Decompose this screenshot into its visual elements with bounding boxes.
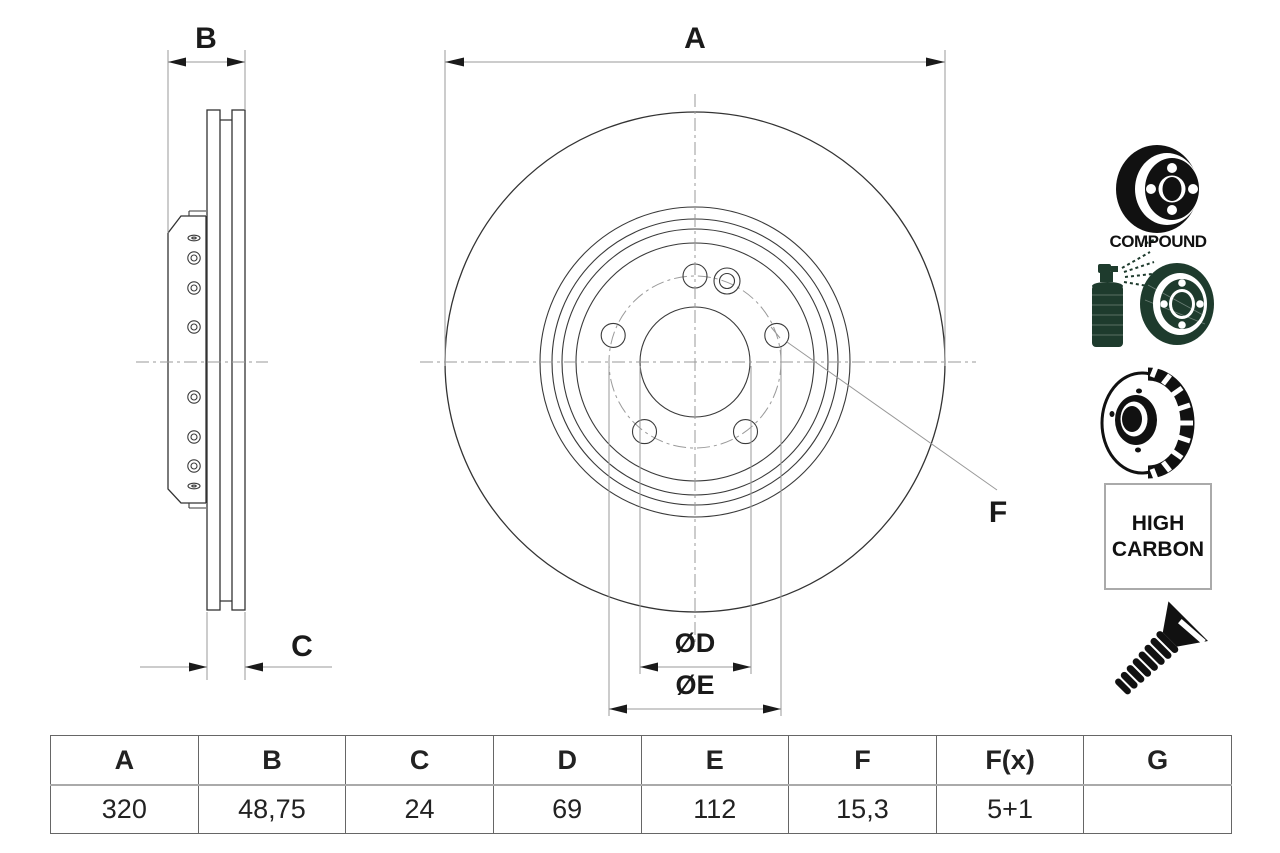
table-value-cell	[1083, 784, 1232, 834]
table-value-cell: 24	[345, 784, 494, 834]
dimension-a: A	[444, 22, 946, 366]
table-value-cell: 48,75	[197, 784, 347, 834]
high-carbon-line1: HIGH	[1131, 511, 1185, 535]
table-header-cell: A	[50, 735, 199, 786]
dim-b-label: B	[195, 22, 217, 55]
table-header-row: A B C D E F F(x) G	[50, 735, 1232, 786]
table-header-cell: C	[345, 735, 494, 786]
dimension-e: ØE	[608, 347, 782, 716]
table-header-cell: D	[492, 735, 642, 786]
compound-wheel-icon	[1116, 145, 1199, 233]
dimension-spec-table: A B C D E F F(x) G 320 48,75 24 69 112	[50, 735, 1232, 834]
countersunk-screw-icon	[1115, 601, 1209, 695]
table-value-cell: 69	[492, 784, 642, 834]
compound-caption: COMPOUND	[1109, 232, 1207, 251]
table-header-cell: E	[640, 735, 790, 786]
front-view	[420, 94, 976, 646]
side-plate-inner	[231, 109, 246, 611]
table-header-cell: B	[197, 735, 347, 786]
drawing-canvas: A B C ØD ØE F	[136, 22, 1214, 716]
dimension-b: B	[167, 22, 246, 233]
table-value-row: 320 48,75 24 69 112 15,3 5+1	[50, 784, 1232, 834]
dim-e-label: ØE	[675, 670, 714, 700]
dim-d-label: ØD	[675, 628, 716, 658]
table-header-cell: G	[1083, 735, 1232, 786]
table-value-cell: 112	[640, 784, 790, 834]
side-view	[136, 109, 268, 611]
dim-f-label: F	[989, 496, 1007, 529]
side-vent-gap	[220, 119, 232, 602]
side-hat-outline	[167, 215, 207, 504]
vented-disc-icon	[1100, 366, 1195, 480]
dimension-c: C	[140, 612, 332, 680]
high-carbon-badge: HIGH CARBON	[1104, 483, 1212, 590]
table-value-cell: 5+1	[935, 784, 1085, 834]
dimension-d: ØD	[639, 366, 752, 674]
table-header-cell: F	[788, 735, 937, 786]
dim-a-label: A	[684, 22, 706, 55]
side-hat-lip	[188, 210, 206, 509]
side-plate-outer	[206, 109, 221, 611]
dimension-f-leader: F	[770, 326, 1007, 529]
locating-pin-hole	[713, 267, 741, 295]
side-hat-holes	[187, 234, 201, 490]
coating-spray-icon	[1092, 237, 1214, 347]
table-value-cell: 15,3	[788, 784, 937, 834]
table-header-cell: F(x)	[935, 735, 1085, 786]
table-value-cell: 320	[50, 784, 199, 834]
dim-c-label: C	[291, 630, 313, 663]
high-carbon-line2: CARBON	[1111, 537, 1205, 561]
